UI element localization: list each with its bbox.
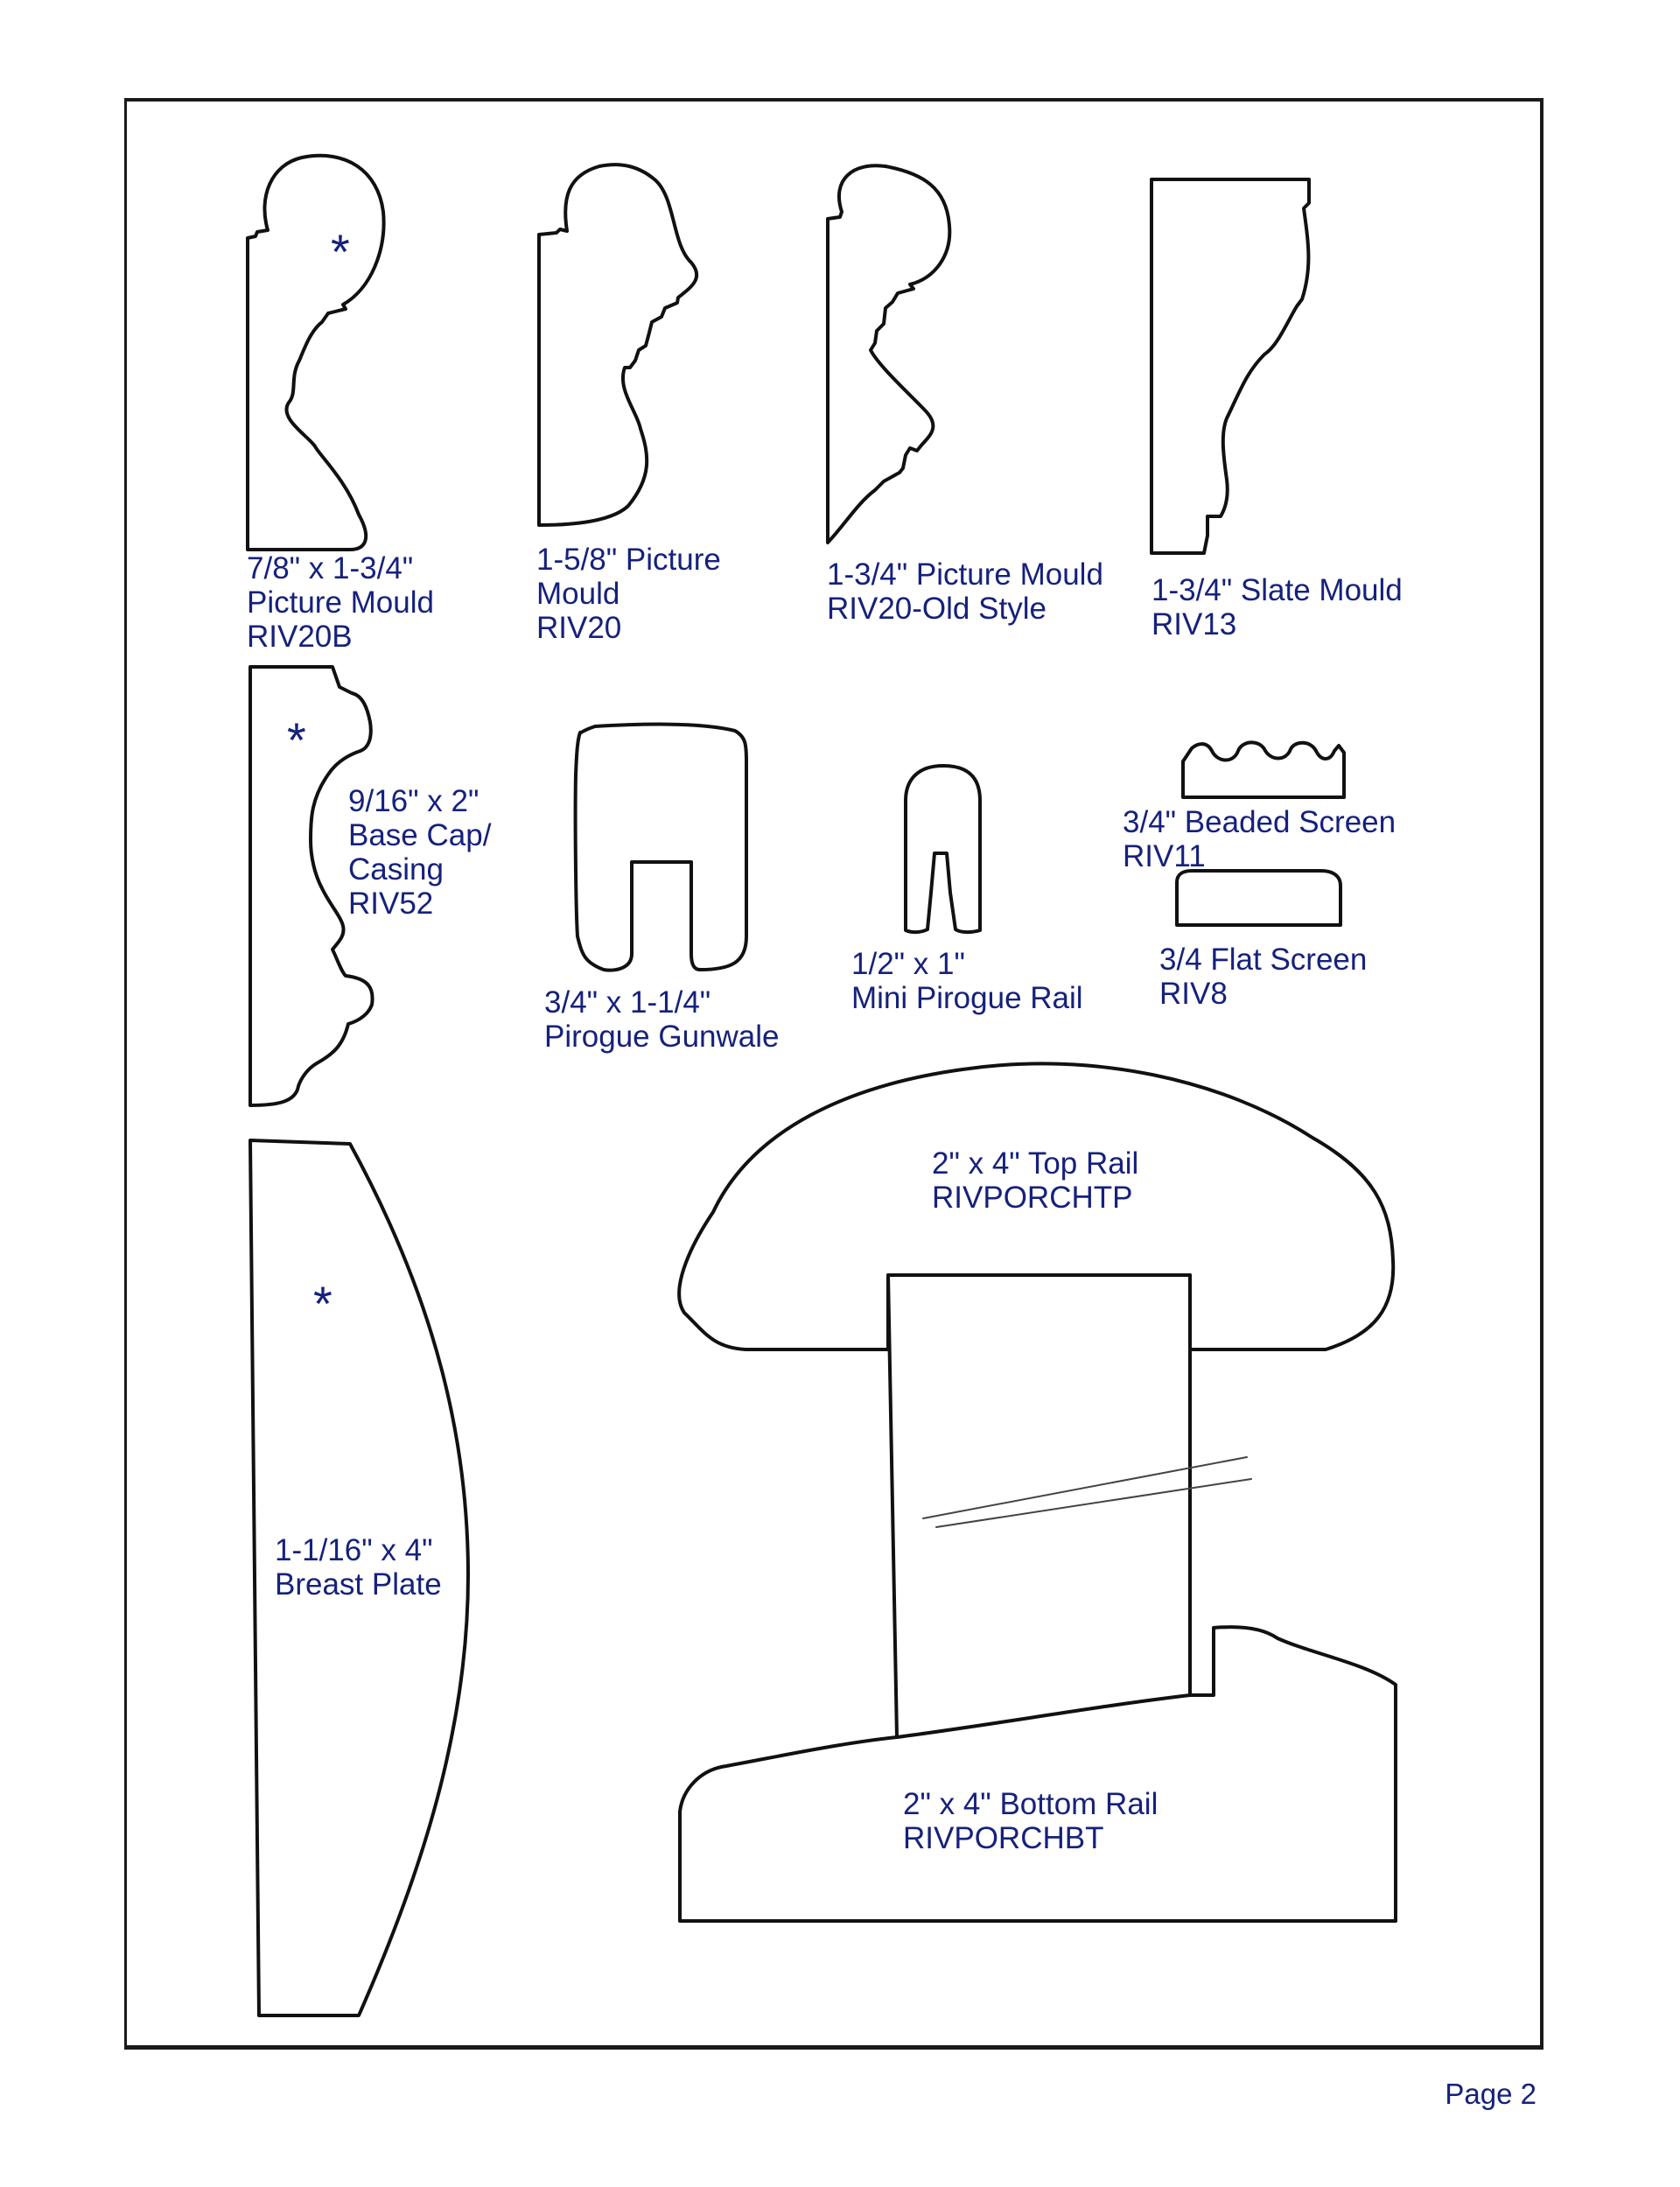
profile-riv20-old — [826, 164, 952, 544]
page-number: Page 2 — [1445, 2078, 1536, 2110]
label-bottom-rail: 2" x 4" Bottom Rail RIVPORCHBT — [903, 1787, 1158, 1855]
label-riv20: 1-5/8" Picture Mould RIV20 — [536, 543, 721, 645]
label-riv20-old-code: RIV20-Old Style — [827, 592, 1046, 626]
label-riv52-name-cont: Casing — [348, 852, 444, 887]
profile-riv20 — [537, 163, 699, 527]
profile-riv13 — [1150, 178, 1311, 555]
label-breast-plate-size: 1-1/16" x 4" — [275, 1533, 433, 1567]
profile-top-rail-block — [886, 1273, 1192, 1351]
label-riv11: 3/4" Beaded Screen RIV11 — [1123, 805, 1396, 873]
profile-riv8-flat-screen — [1175, 869, 1342, 927]
label-riv8: 3/4 Flat Screen RIV8 — [1159, 943, 1367, 1011]
label-breast-plate-name: Breast Plate — [275, 1567, 442, 1602]
label-riv11-name: 3/4" Beaded Screen — [1123, 805, 1396, 839]
label-top-rail-code: RIVPORCHTP — [932, 1181, 1133, 1215]
label-bottom-rail-name: 2" x 4" Bottom Rail — [903, 1787, 1158, 1821]
page-border — [124, 98, 1544, 2050]
label-gunwale-name: Pirogue Gunwale — [544, 1020, 780, 1054]
label-riv8-code: RIV8 — [1159, 977, 1228, 1011]
label-riv52-name: Base Cap/ — [348, 818, 492, 852]
profile-pirogue-gunwale — [573, 722, 748, 972]
label-riv13: 1-3/4" Slate Mould RIV13 — [1152, 573, 1403, 641]
label-riv52-size: 9/16" x 2" — [348, 784, 480, 818]
label-breast-plate: 1-1/16" x 4" Breast Plate — [275, 1533, 442, 1602]
label-riv8-name: 3/4 Flat Screen — [1159, 943, 1368, 977]
label-pirogue-gunwale: 3/4" x 1-1/4" Pirogue Gunwale — [544, 985, 780, 1054]
label-riv11-code: RIV11 — [1123, 839, 1206, 873]
profile-rail-spindle — [886, 1273, 1192, 1739]
profile-mini-pirogue-rail — [904, 764, 982, 935]
label-riv20b-code: RIV20B — [247, 620, 353, 654]
label-top-rail: 2" x 4" Top Rail RIVPORCHTP — [932, 1146, 1138, 1215]
label-riv13-name: 1-3/4" Slate Mould — [1152, 573, 1403, 607]
star-marker-riv20b: * — [331, 224, 350, 279]
star-marker-breast-plate: * — [313, 1276, 332, 1331]
profile-bottom-rail — [678, 1625, 1397, 1923]
label-gunwale-size: 3/4" x 1-1/4" — [544, 985, 711, 1020]
label-bottom-rail-code: RIVPORCHBT — [903, 1821, 1104, 1855]
construction-line — [922, 1456, 1248, 1519]
label-riv20-old-name: 1-3/4" Picture Mould — [827, 557, 1103, 592]
profile-riv52 — [248, 665, 374, 1107]
label-riv20-code: RIV20 — [536, 611, 622, 645]
label-mini-pirogue-rail: 1/2" x 1" Mini Pirogue Rail — [851, 947, 1083, 1015]
label-riv52-code: RIV52 — [348, 887, 434, 921]
profile-breast-plate — [248, 1139, 470, 2017]
label-riv20-size: 1-5/8" Picture — [536, 543, 721, 577]
profile-top-rail — [677, 1062, 1396, 1351]
label-riv20b: 7/8" x 1-3/4" Picture Mould RIV20B — [247, 551, 434, 654]
label-riv52: 9/16" x 2" Base Cap/ Casing RIV52 — [348, 784, 491, 921]
label-riv20b-name: Picture Mould — [247, 585, 434, 620]
label-riv20-old: 1-3/4" Picture Mould RIV20-Old Style — [827, 557, 1103, 626]
label-riv20-name: Mould — [536, 577, 620, 611]
label-mini-rail-name: Mini Pirogue Rail — [851, 981, 1083, 1015]
label-riv13-code: RIV13 — [1152, 607, 1237, 641]
profile-riv11-beaded-screen — [1181, 740, 1346, 799]
label-riv20b-size: 7/8" x 1-3/4" — [247, 551, 414, 585]
profile-riv20b — [246, 153, 386, 551]
label-top-rail-name: 2" x 4" Top Rail — [932, 1146, 1139, 1181]
construction-line-faint — [935, 1478, 1252, 1528]
label-mini-rail-size: 1/2" x 1" — [851, 947, 965, 981]
star-marker-riv52: * — [287, 712, 306, 768]
